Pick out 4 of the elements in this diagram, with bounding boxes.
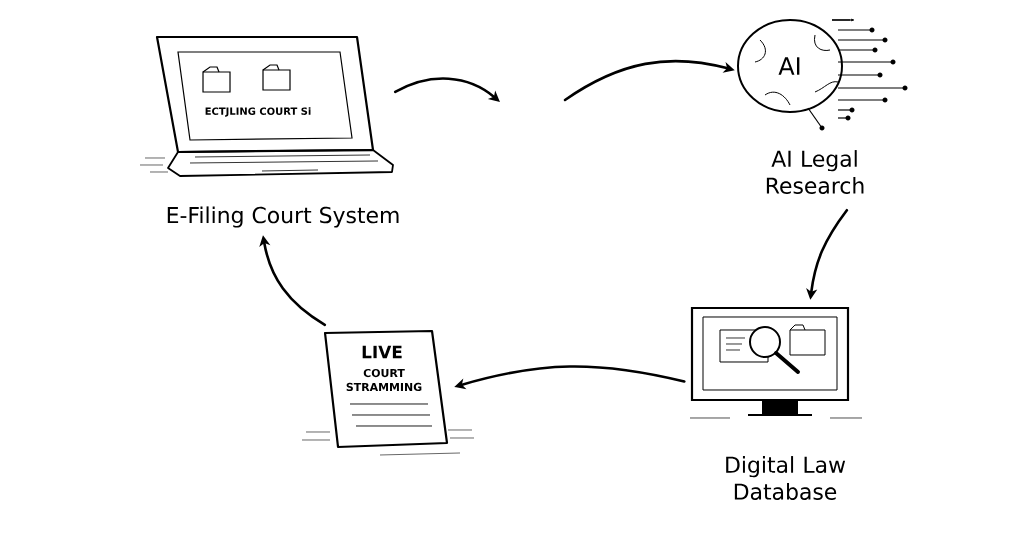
node-label: AI Legal Research bbox=[766, 150, 864, 194]
node-label: Digital Law Database bbox=[726, 456, 846, 500]
node-label: E-Filing Court System bbox=[167, 206, 399, 228]
arrow bbox=[393, 77, 500, 102]
